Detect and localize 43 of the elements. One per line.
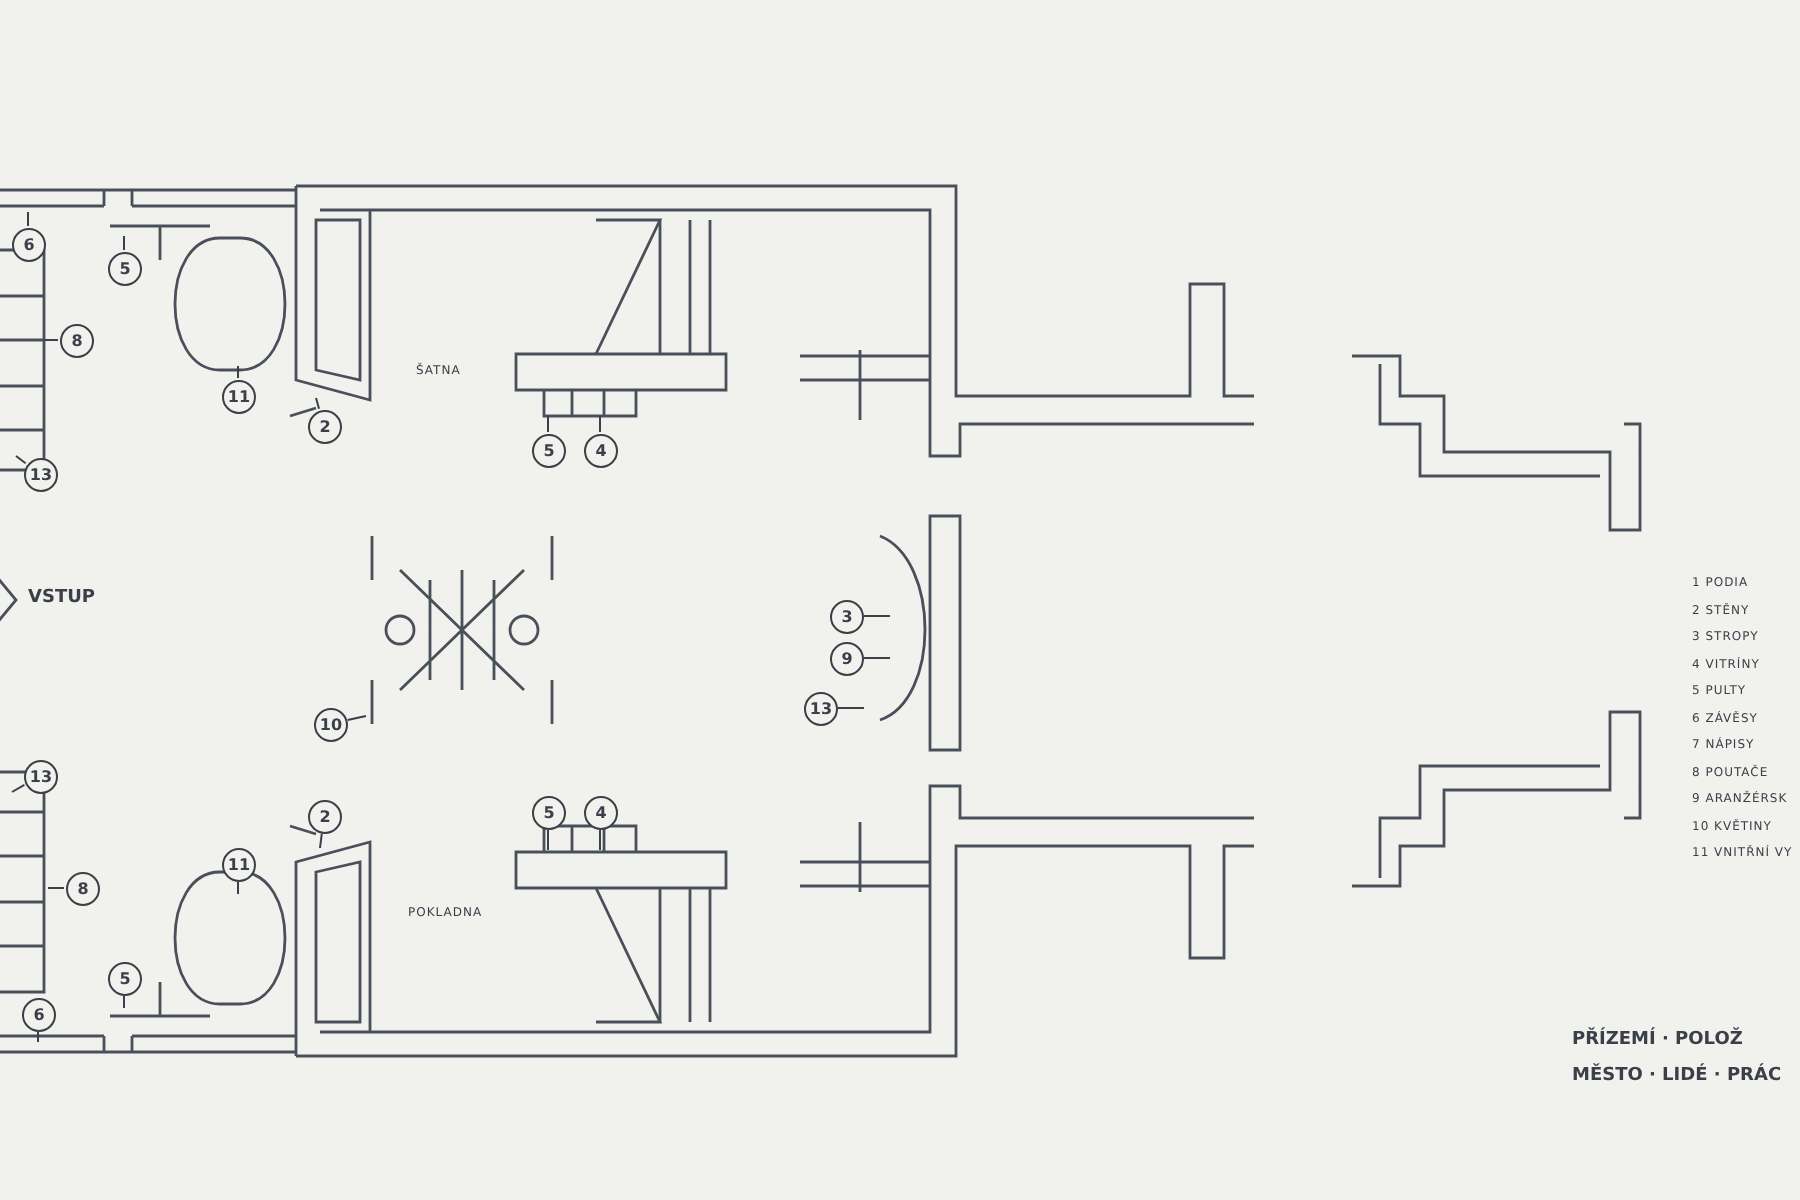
callout-number: 5: [108, 962, 142, 996]
callout-number: 4: [584, 796, 618, 830]
leader-line: [123, 235, 125, 251]
leader-line: [863, 615, 891, 617]
callout-number: 8: [66, 872, 100, 906]
callout-number: 10: [314, 708, 348, 742]
callout-number: 13: [24, 760, 58, 794]
callout-number: 13: [804, 692, 838, 726]
leader-line: [37, 1031, 39, 1043]
leader-line: [47, 887, 65, 889]
leader-line: [599, 829, 601, 851]
leader-line: [346, 715, 367, 722]
leader-line: [863, 657, 891, 659]
callout-number: 5: [108, 252, 142, 286]
leader-line: [547, 415, 549, 433]
leader-line: [11, 783, 26, 793]
leader-line: [547, 829, 549, 851]
leader-line: [27, 211, 29, 227]
callout-number: 6: [12, 228, 46, 262]
callout-number: 4: [584, 434, 618, 468]
callout-number: 8: [60, 324, 94, 358]
leader-line: [237, 365, 239, 379]
leader-line: [315, 397, 321, 410]
callout-number: 11: [222, 848, 256, 882]
leader-line: [599, 415, 601, 433]
callout-number: 9: [830, 642, 864, 676]
callout-number: 11: [222, 380, 256, 414]
leader-line: [123, 995, 125, 1009]
callout-number: 6: [22, 998, 56, 1032]
callout-number: 5: [532, 796, 566, 830]
leader-line: [15, 455, 27, 465]
leader-line: [43, 339, 59, 341]
leader-line: [237, 881, 239, 895]
leader-line: [837, 707, 865, 709]
callout-number: 13: [24, 458, 58, 492]
callout-number: 3: [830, 600, 864, 634]
callout-number: 2: [308, 800, 342, 834]
callout-number: 5: [532, 434, 566, 468]
entrance-label: VSTUP: [28, 588, 95, 608]
leader-line: [319, 832, 323, 849]
callout-number: 2: [308, 410, 342, 444]
plan-title: PŘÍZEMÍ · POLOŽ: [1572, 1030, 1743, 1050]
plan-title: MĚSTO · LIDÉ · PRÁC: [1572, 1066, 1782, 1086]
